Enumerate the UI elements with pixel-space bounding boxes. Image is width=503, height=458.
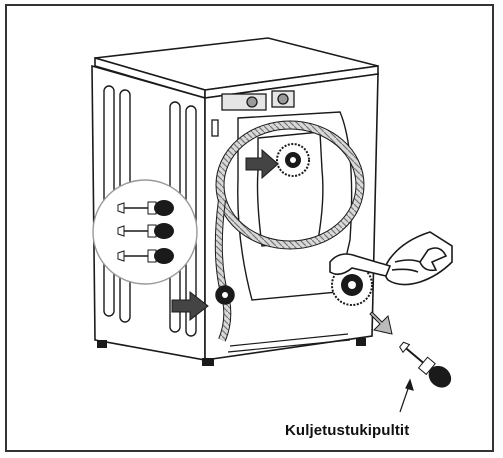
arrow-bolt-out-icon bbox=[370, 312, 392, 334]
transit-bolts-caption: Kuljetustukipultit bbox=[285, 422, 409, 439]
lower-left-bolt-hole bbox=[216, 286, 234, 304]
removed-transit-bolt-icon bbox=[395, 337, 455, 392]
caption-pointer bbox=[400, 380, 413, 412]
bolt-callout bbox=[93, 180, 197, 284]
upper-bolt-hole bbox=[277, 144, 309, 176]
